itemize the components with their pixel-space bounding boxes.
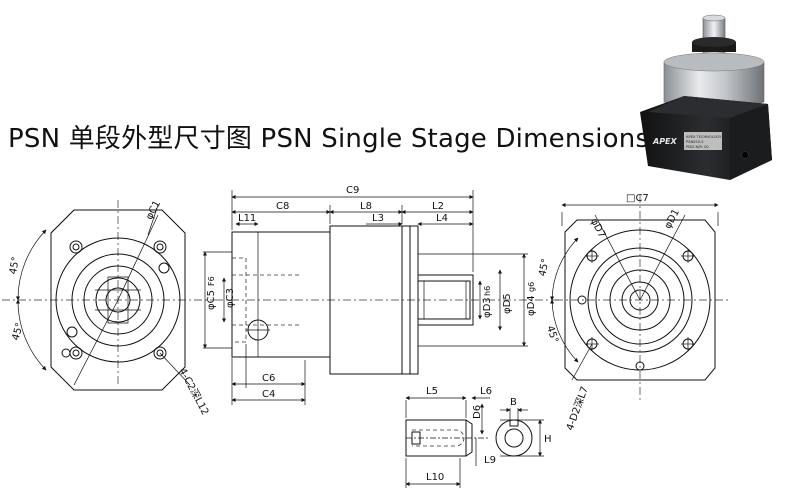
label-d4: φD4 [526, 295, 537, 316]
side-view: C9 C8 L8 L2 L11 L3 L4 φC5 F6 φC3 φD3 h6 … [202, 185, 560, 405]
mounting-holes [61, 240, 170, 360]
label-c5-tolerance: F6 [207, 276, 216, 286]
page-title: PSN 单段外型尺寸图 PSN Single Stage Dimensions [8, 124, 650, 154]
label-d3: φD3 [482, 297, 493, 318]
angle-bottom-right: 45° [544, 324, 560, 344]
product-photo: APEX APEX TECHNOLOGY PSN050-5 PN/S N/R: … [640, 14, 772, 180]
angle-top-right: 45° [537, 258, 551, 278]
output-flange-view: □C7 φD7 φD1 45° 45° 4-D2深L7 [537, 193, 730, 432]
keyway-detail: L5 L6 D6 L9 L10 B H [405, 386, 552, 488]
label-l8: L8 [360, 201, 372, 212]
label-l11: L11 [238, 213, 256, 224]
label-c9: C9 [346, 185, 359, 196]
label-c4: C4 [262, 389, 275, 400]
input-flange-view: φC1 45° 45° 4-C2深L12 [2, 199, 215, 417]
label-l10: L10 [426, 472, 444, 483]
label-d3-tolerance: h6 [483, 286, 492, 296]
label-c8: C8 [276, 201, 289, 212]
label-l9: L9 [484, 455, 496, 466]
label-l6: L6 [480, 386, 492, 397]
label-d2: 4-D2深L7 [564, 385, 591, 432]
angle-bottom-left: 45° [11, 322, 26, 342]
label-c5: φC5 [206, 290, 217, 310]
photo-label-line1: APEX TECHNOLOGY [686, 135, 722, 139]
label-h: H [544, 434, 552, 445]
angle-top-left: 45° [8, 256, 22, 275]
label-l3: L3 [372, 213, 384, 224]
label-b: B [510, 397, 517, 408]
label-l4: L4 [436, 213, 448, 224]
label-c2: 4-C2深L12 [176, 366, 211, 417]
photo-label-line3: PN/S N/R: 00 [686, 145, 709, 149]
label-c3: φC3 [225, 288, 236, 308]
label-d1: φD1 [663, 207, 682, 230]
label-l2: L2 [432, 201, 444, 212]
label-d4-tolerance: g6 [527, 282, 536, 292]
label-c7: □C7 [626, 193, 649, 204]
label-d6: D6 [472, 405, 483, 419]
label-l5: L5 [426, 386, 438, 397]
photo-label-line2: PSN050-5 [686, 140, 704, 144]
brand-logo: APEX [652, 137, 678, 146]
label-c6: C6 [262, 373, 275, 384]
label-d5: φD5 [502, 293, 513, 314]
